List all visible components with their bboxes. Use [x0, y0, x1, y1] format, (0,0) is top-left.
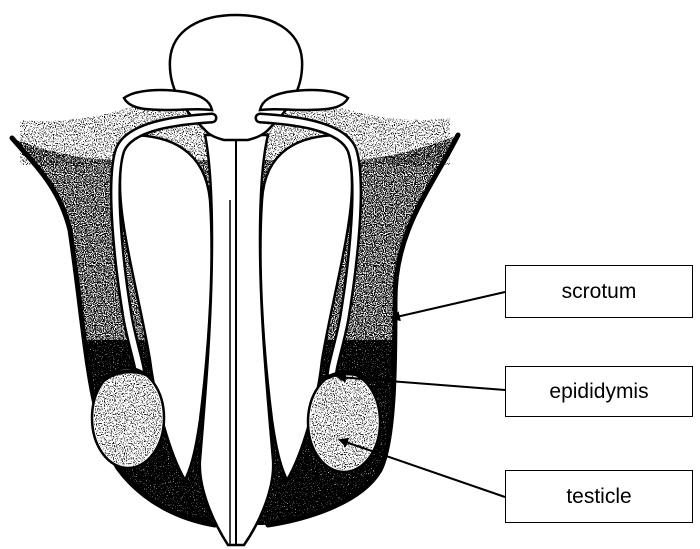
- label-epididymis-text: epididymis: [549, 380, 648, 404]
- label-epididymis: epididymis: [505, 366, 693, 417]
- label-testicle-text: testicle: [566, 485, 631, 509]
- label-scrotum-text: scrotum: [562, 280, 637, 304]
- label-scrotum: scrotum: [505, 265, 693, 318]
- label-testicle: testicle: [505, 470, 693, 523]
- testicle-right: [308, 372, 380, 472]
- scrotum-arrow: [392, 292, 505, 318]
- testicle-left: [92, 368, 164, 468]
